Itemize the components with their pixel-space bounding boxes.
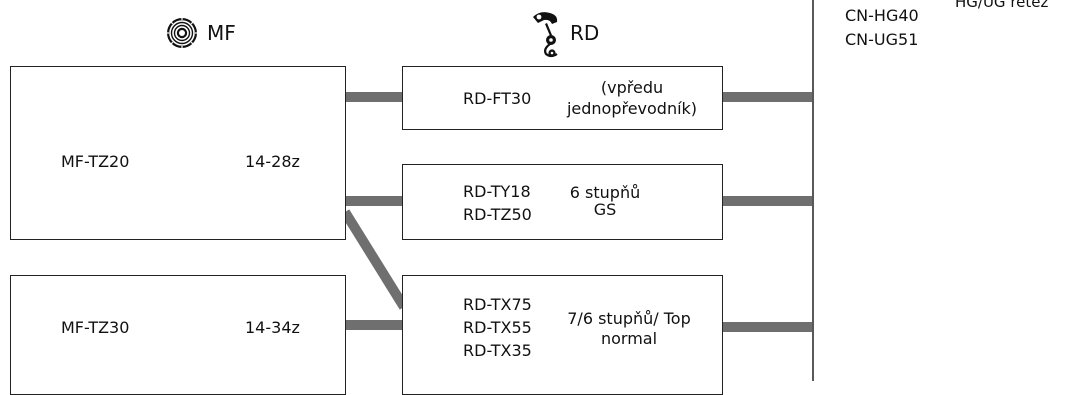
derailleur-model: RD-FT30: [463, 89, 532, 108]
derailleur-desc-line: jednopřevodník): [566, 99, 698, 118]
rd-header-label: RD: [570, 21, 600, 45]
mf-header-label: MF: [207, 21, 236, 45]
derailleur-desc-line: GS: [593, 200, 617, 219]
derailleur-model: RD-TX75: [463, 295, 532, 314]
cassette-sprocket-icon: [166, 17, 198, 49]
derailleur-box-rd-ty18: RD-TY18 RD-TZ50 6 stupňů GS: [402, 164, 723, 240]
freewheel-range: 14-28z: [245, 152, 300, 171]
derailleur-model: RD-TZ50: [463, 205, 532, 224]
derailleur-desc-line: 6 stupňů: [569, 183, 641, 202]
derailleur-desc-line: 7/6 stupňů/ Top: [567, 309, 691, 328]
derailleur-model: RD-TX35: [463, 341, 532, 360]
connector-tz20-tx75: [340, 209, 409, 310]
chain-desc: HG/UG řetěz: [955, 0, 1049, 11]
derailleur-model: RD-TY18: [463, 182, 531, 201]
chain-model: CN-UG51: [845, 30, 919, 49]
derailleur-desc-line: (vpředu: [600, 78, 664, 97]
rear-derailleur-icon: [533, 12, 558, 58]
derailleur-model: RD-TX55: [463, 318, 532, 337]
freewheel-model: MF-TZ20: [61, 152, 130, 171]
freewheel-box-mf-tz20: MF-TZ20 14-28z: [10, 66, 346, 240]
freewheel-model: MF-TZ30: [61, 318, 130, 337]
derailleur-desc-line: normal: [600, 329, 658, 348]
chain-model: CN-HG40: [845, 6, 919, 25]
freewheel-box-mf-tz30: MF-TZ30 14-34z: [10, 275, 346, 395]
derailleur-box-rd-ft30: RD-FT30 (vpředu jednopřevodník): [402, 66, 723, 130]
connector-lines: [340, 0, 814, 381]
derailleur-box-rd-tx75: RD-TX75 RD-TX55 RD-TX35 7/6 stupňů/ Top …: [402, 275, 723, 395]
freewheel-range: 14-34z: [245, 318, 300, 337]
